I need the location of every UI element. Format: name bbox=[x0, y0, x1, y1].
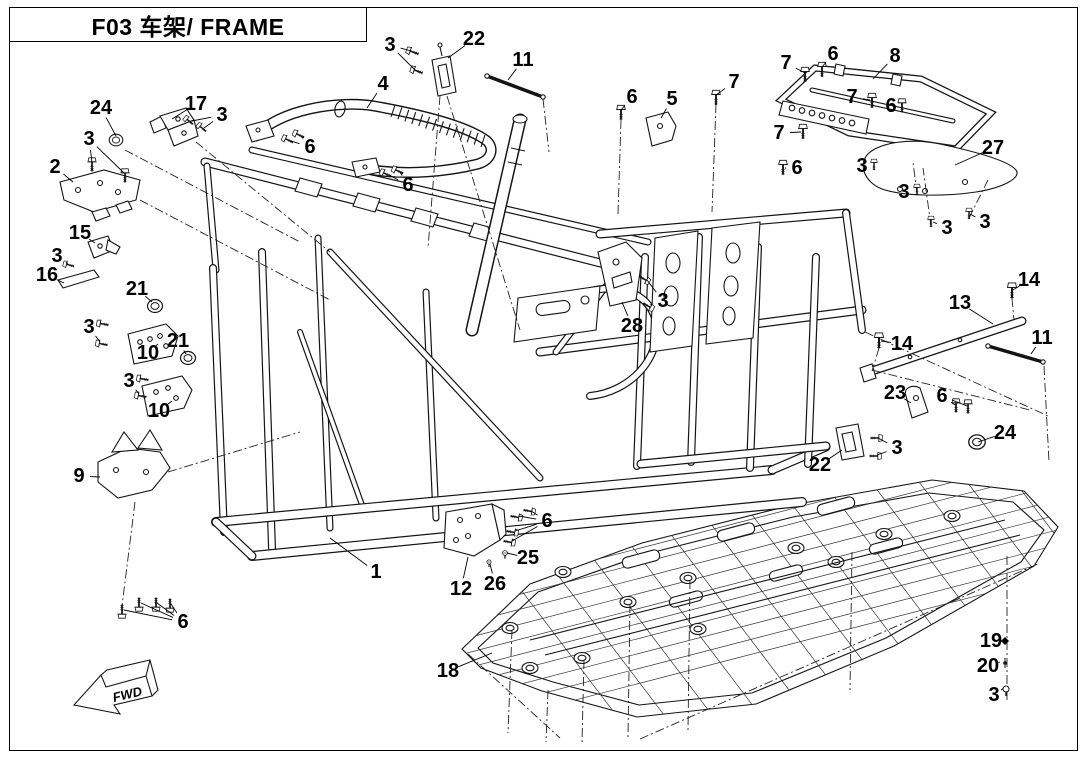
frame-details bbox=[294, 177, 761, 400]
bolt-icon bbox=[95, 318, 110, 330]
pin20-icon bbox=[1002, 657, 1008, 669]
bolt-icon bbox=[502, 536, 517, 548]
bolt-icon bbox=[522, 505, 537, 517]
bolt-icon bbox=[1006, 281, 1018, 300]
floor-panel-part-18 bbox=[461, 479, 1059, 718]
fwd-label: FWD bbox=[111, 683, 144, 704]
bolt-icon bbox=[615, 104, 627, 121]
pin19-icon bbox=[1001, 637, 1009, 645]
bush-icon bbox=[146, 298, 164, 314]
bolt-icon bbox=[873, 331, 885, 350]
center-lines bbox=[121, 95, 1050, 744]
bolt-icon bbox=[869, 433, 884, 443]
bolt-icon bbox=[135, 373, 150, 385]
bolt-icon bbox=[94, 338, 109, 350]
bolt-icon bbox=[962, 398, 974, 415]
bolt-icon bbox=[868, 451, 883, 461]
page-title: F03 车架/ FRAME bbox=[91, 13, 285, 40]
bolt-icon bbox=[290, 128, 307, 142]
bolt-icon bbox=[926, 215, 936, 228]
bracket-parts bbox=[57, 42, 1046, 557]
rear-rack-part-8 bbox=[774, 63, 997, 153]
scr3-icon bbox=[1002, 685, 1010, 697]
fwd-arrow: FWD bbox=[72, 659, 159, 715]
steering-column-tube bbox=[465, 113, 528, 337]
bolt-icon bbox=[116, 603, 128, 620]
screw-icon bbox=[501, 549, 509, 560]
bolt-icon bbox=[797, 123, 809, 140]
callout-leader-lines bbox=[56, 45, 1037, 691]
bolt-icon bbox=[133, 596, 145, 613]
bumper-tube-part-4 bbox=[245, 98, 497, 178]
frame-structure bbox=[200, 146, 867, 561]
bolt-icon bbox=[61, 259, 76, 271]
page-border bbox=[9, 7, 1078, 751]
bolt-icon bbox=[404, 44, 421, 59]
title-box: F03 车架/ FRAME bbox=[9, 7, 367, 42]
bush-icon bbox=[179, 350, 197, 366]
plate-part-27 bbox=[862, 140, 1018, 196]
bush-icon bbox=[968, 434, 986, 450]
bolt-icon bbox=[509, 511, 524, 523]
bolt-icon bbox=[777, 159, 789, 176]
